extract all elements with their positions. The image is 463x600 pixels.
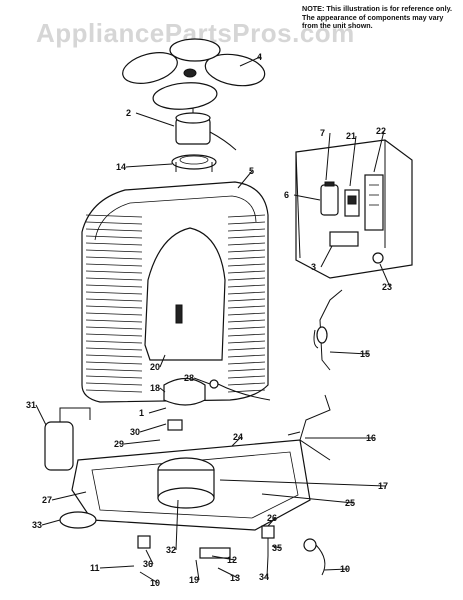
leader-line xyxy=(271,545,281,549)
control-board[interactable] xyxy=(364,174,384,231)
callout-22[interactable]: 22 xyxy=(376,126,386,136)
callout-5[interactable]: 5 xyxy=(249,166,254,176)
leader-line xyxy=(237,170,253,189)
leader-line xyxy=(217,567,239,579)
leader-line xyxy=(51,491,87,501)
callout-7[interactable]: 7 xyxy=(320,128,325,138)
callout-2[interactable]: 2 xyxy=(126,108,131,118)
leader-line xyxy=(211,555,236,561)
leader-line xyxy=(193,377,211,385)
crankcase-heater[interactable] xyxy=(59,511,97,529)
contactor[interactable] xyxy=(344,189,360,217)
leader-line xyxy=(219,479,387,487)
leader-line xyxy=(148,407,167,414)
leader-line xyxy=(266,555,269,578)
condenser-coil[interactable] xyxy=(81,181,269,403)
callout-10[interactable]: 10 xyxy=(340,564,350,574)
terminal-box[interactable] xyxy=(167,419,183,431)
reference-note: NOTE: This illustration is for reference… xyxy=(302,4,453,31)
leader-line xyxy=(99,565,135,569)
callout-18[interactable]: 18 xyxy=(150,383,160,393)
leader-line xyxy=(145,549,154,565)
callout-33[interactable]: 33 xyxy=(32,520,42,530)
callout-3[interactable]: 3 xyxy=(311,262,316,272)
motor-mount[interactable] xyxy=(171,154,217,172)
callout-6[interactable]: 6 xyxy=(284,190,289,200)
capacitor-small[interactable] xyxy=(320,181,339,216)
callout-30[interactable]: 30 xyxy=(130,427,140,437)
callout-14[interactable]: 14 xyxy=(116,162,126,172)
callout-4[interactable]: 4 xyxy=(257,52,262,62)
callout-11[interactable]: 11 xyxy=(90,563,100,573)
leader-line xyxy=(320,245,333,268)
callout-32[interactable]: 32 xyxy=(166,545,176,555)
callout-17[interactable]: 17 xyxy=(378,481,388,491)
leader-line xyxy=(175,499,179,551)
leader-line xyxy=(325,132,331,181)
callout-23[interactable]: 23 xyxy=(382,282,392,292)
leader-line xyxy=(195,559,200,581)
leader-line xyxy=(135,112,175,127)
leader-line xyxy=(239,56,261,67)
callout-10[interactable]: 10 xyxy=(150,578,160,588)
callout-1[interactable]: 1 xyxy=(139,408,144,418)
leader-line xyxy=(267,517,276,527)
callout-13[interactable]: 13 xyxy=(230,573,240,583)
pressure-switch[interactable] xyxy=(303,538,326,576)
leader-line xyxy=(123,439,161,445)
relay[interactable] xyxy=(329,231,359,247)
accumulator[interactable] xyxy=(44,407,91,471)
compressor[interactable] xyxy=(157,457,215,509)
callout-36[interactable]: 36 xyxy=(143,559,153,569)
callout-15[interactable]: 15 xyxy=(360,349,370,359)
suction-line-tube[interactable] xyxy=(287,394,331,461)
callout-29[interactable]: 29 xyxy=(114,439,124,449)
defrost-thermostat[interactable] xyxy=(199,547,231,559)
callout-20[interactable]: 20 xyxy=(150,362,160,372)
callout-16[interactable]: 16 xyxy=(366,433,376,443)
callout-34[interactable]: 34 xyxy=(259,572,269,582)
leader-line xyxy=(41,519,61,526)
callout-26[interactable]: 26 xyxy=(267,513,277,523)
callout-31[interactable]: 31 xyxy=(26,400,36,410)
leader-line xyxy=(323,568,349,571)
grommet[interactable] xyxy=(372,252,384,264)
leader-line xyxy=(139,423,167,433)
leader-line xyxy=(373,130,385,173)
leader-line xyxy=(35,404,47,426)
leader-line xyxy=(231,436,242,447)
callout-27[interactable]: 27 xyxy=(42,495,52,505)
callout-21[interactable]: 21 xyxy=(346,131,356,141)
callout-24[interactable]: 24 xyxy=(233,432,243,442)
leader-line xyxy=(139,571,159,584)
leader-line xyxy=(349,135,357,187)
callout-12[interactable]: 12 xyxy=(227,555,237,565)
leader-line xyxy=(159,354,166,368)
reversing-valve[interactable] xyxy=(137,535,151,549)
leader-line xyxy=(159,387,166,393)
leader-line xyxy=(329,351,369,355)
leader-line xyxy=(125,163,173,168)
callout-28[interactable]: 28 xyxy=(184,373,194,383)
leader-line xyxy=(379,263,391,288)
callout-19[interactable]: 19 xyxy=(189,575,199,585)
leader-lines xyxy=(35,56,391,584)
leader-line xyxy=(261,493,354,504)
liquid-line-tube[interactable] xyxy=(313,289,343,371)
fan-motor[interactable] xyxy=(175,108,237,151)
callout-25[interactable]: 25 xyxy=(345,498,355,508)
callout-35[interactable]: 35 xyxy=(272,543,282,553)
leader-line xyxy=(293,194,321,201)
fan-blade[interactable] xyxy=(119,38,267,112)
compressor-cover[interactable] xyxy=(163,377,206,406)
